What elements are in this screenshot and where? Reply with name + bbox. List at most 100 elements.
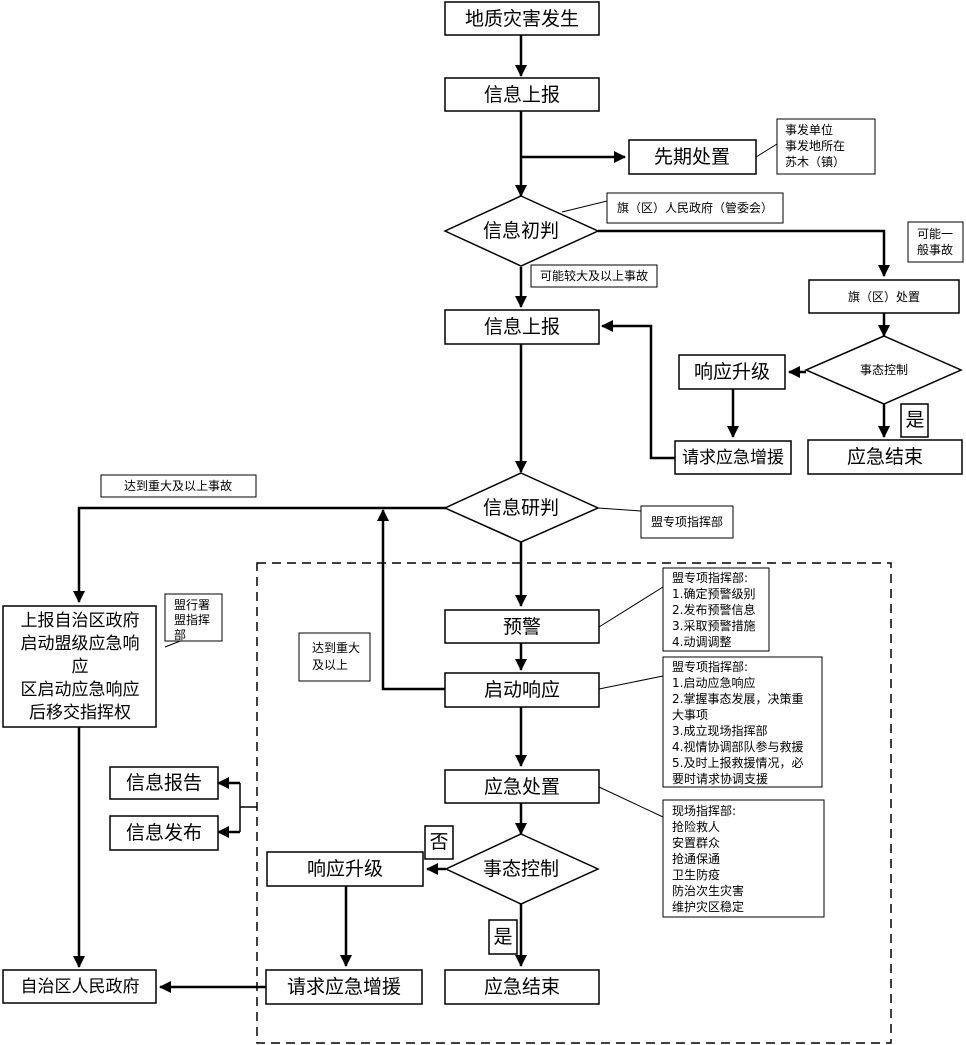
early-note-line-3: 苏木（镇） — [785, 155, 845, 169]
early-note-pointer — [755, 143, 778, 169]
control1-label: 事态控制 — [860, 363, 908, 377]
league-cmd-pointer — [597, 507, 642, 530]
arrow-judge2-to-escalate — [73, 506, 446, 603]
request1-label: 请求应急增援 — [682, 448, 784, 468]
league-cmd-label: 盟专项指挥部 — [651, 514, 723, 529]
reach-major-line-2: 及以上 — [312, 658, 348, 672]
warning-label: 预警 — [503, 616, 541, 638]
field-note-line-1: 现场指挥部: — [672, 803, 736, 818]
request1-box — [674, 440, 792, 475]
warning-note-box — [662, 567, 770, 652]
yes1-label: 是 — [905, 409, 924, 431]
field-note-line-4: 抢通保通 — [672, 851, 720, 866]
league-office-line-3: 部 — [174, 627, 186, 642]
field-note-line-2: 抢险救人 — [672, 819, 720, 834]
maybe-general-line-2: 般事故 — [917, 242, 953, 257]
launch-note-line-8: 要时请求协调支援 — [672, 771, 768, 786]
report1-box — [444, 77, 600, 112]
early-note-box — [776, 118, 876, 175]
upgrade1-label: 响应升级 — [694, 361, 770, 383]
control1-diamond — [804, 335, 963, 405]
county-box — [808, 279, 960, 314]
yes2-box — [488, 919, 518, 955]
report2-label: 信息上报 — [484, 316, 560, 338]
launch-note-line-7: 5.及时上报救援情况，必 — [672, 755, 803, 770]
arrow-request1-to-report2 — [601, 320, 675, 460]
dashed-response-region — [256, 562, 892, 1044]
field-note-line-6: 防治次生灾害 — [672, 883, 744, 898]
arrow-launch-back-to-judge2 — [377, 509, 446, 691]
launch-note-line-2: 1.启动应急响应 — [672, 675, 755, 690]
control2-label: 事态控制 — [483, 858, 559, 880]
league-cmd-box — [640, 505, 734, 539]
upgrade2-label: 响应升级 — [307, 858, 383, 880]
report2-box — [444, 309, 600, 345]
escalate-line-2: 启动盟级应急响 — [21, 634, 140, 654]
report1-label: 信息上报 — [484, 84, 560, 106]
region-gov-label: 自治区人民政府 — [21, 977, 140, 997]
judge2-label: 信息研判 — [483, 497, 559, 519]
escalate-line-3: 应 — [72, 657, 89, 677]
yes1-box — [900, 403, 929, 438]
maybe-general-line-1: 可能一 — [917, 227, 953, 241]
upgrade2-box — [266, 851, 424, 887]
early-note-line-1: 事发单位 — [785, 122, 833, 137]
info-report-box — [109, 766, 219, 800]
launch-box — [444, 672, 600, 708]
end2-label: 应急结束 — [484, 976, 560, 998]
warning-note-line-5: 4.动调调整 — [672, 634, 731, 649]
emergency-box — [444, 769, 600, 804]
major-note-box — [100, 474, 257, 498]
county-label: 旗（区）处置 — [848, 289, 920, 304]
league-office-box — [164, 593, 223, 642]
no2-box — [424, 825, 454, 860]
start-label: 地质灾害发生 — [465, 8, 579, 30]
warning-note-line-2: 1.确定预警级别 — [672, 586, 755, 601]
judge2-diamond — [443, 472, 600, 543]
early-note-line-2: 事发地所在 — [785, 138, 845, 153]
escalate-box — [2, 605, 157, 728]
league-office-line-1: 盟行署 — [174, 598, 210, 612]
judge1-diamond — [443, 195, 600, 267]
maybe-major-label: 可能较大及以上事故 — [540, 268, 648, 283]
major-note-label: 达到重大及以上事故 — [124, 478, 232, 493]
thin-connectors — [239, 783, 257, 832]
warning-note-line-4: 3.采取预警措施 — [672, 618, 755, 633]
info-report-label: 信息报告 — [126, 772, 202, 794]
start-box — [444, 1, 600, 36]
launch-note-pointer — [598, 675, 664, 744]
early-box — [628, 139, 757, 175]
launch-label: 启动响应 — [484, 679, 560, 701]
launch-note-line-6: 4.视情协调部队参与救援 — [672, 739, 803, 754]
league-office-line-2: 盟指挥 — [174, 612, 210, 627]
yes-no-boxes — [424, 403, 929, 955]
warning-note-line-1: 盟专项指挥部: — [672, 570, 748, 585]
maybe-general-box — [907, 221, 964, 263]
no2-label: 否 — [429, 831, 448, 853]
reach-major-box — [298, 632, 371, 682]
field-note-box — [662, 799, 825, 918]
label-boxes — [100, 118, 964, 918]
escalate-line-5: 后移交指挥权 — [29, 703, 131, 723]
launch-note-box — [662, 656, 823, 788]
reach-major-line-1: 达到重大 — [312, 641, 360, 655]
emergency-label: 应急处置 — [484, 776, 560, 798]
early-label: 先期处置 — [654, 146, 730, 168]
end1-box — [807, 439, 963, 475]
warning-note-pointer — [598, 586, 664, 628]
connectors — [73, 35, 890, 993]
maybe-major-box — [530, 264, 658, 288]
boxes — [2, 1, 963, 1005]
diamonds — [443, 195, 963, 905]
gov-note-label: 旗（区）人民政府（管委会） — [617, 200, 773, 215]
end1-label: 应急结束 — [847, 446, 923, 468]
info-release-box — [109, 815, 219, 851]
judge1-label: 信息初判 — [483, 220, 559, 242]
escalate-line-4: 区启动应急响应 — [21, 680, 140, 700]
request2-box — [265, 969, 423, 1005]
escalate-line-1: 上报自治区政府 — [21, 611, 140, 631]
gov-note-box — [606, 192, 784, 224]
field-note-pointer — [598, 786, 664, 894]
